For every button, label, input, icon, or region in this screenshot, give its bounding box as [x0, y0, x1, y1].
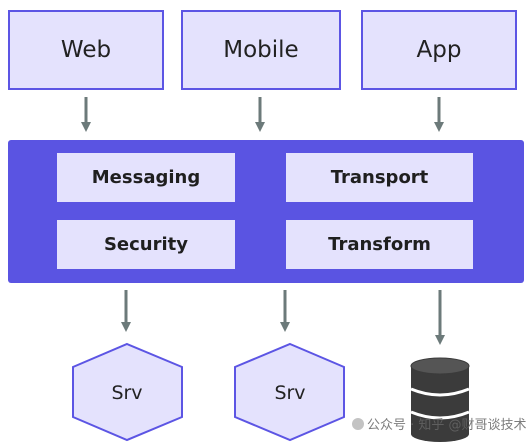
service-node-2: Srv	[234, 342, 345, 442]
client-box-app: App	[361, 10, 517, 90]
module-label-messaging: Messaging	[91, 167, 201, 188]
service-label-1: Srv	[111, 382, 142, 404]
watermark-text: 公众号 · 知乎 @财哥谈技术	[367, 418, 527, 433]
service-node-1: Srv	[72, 342, 183, 442]
middleware-band: Messaging Transport Security Transform	[8, 140, 524, 283]
client-label-web: Web	[60, 37, 112, 63]
service-label-2: Srv	[274, 382, 305, 404]
hexagon-icon	[72, 342, 183, 442]
module-security: Security	[57, 220, 235, 269]
hexagon-icon	[234, 342, 345, 442]
module-transform: Transform	[286, 220, 473, 269]
module-label-security: Security	[103, 234, 189, 255]
module-label-transform: Transform	[328, 234, 431, 255]
module-transport: Transport	[286, 153, 473, 202]
module-messaging: Messaging	[57, 153, 235, 202]
client-box-web: Web	[8, 10, 164, 90]
watermark: 公众号 · 知乎 @财哥谈技术	[352, 414, 527, 433]
client-label-mobile: Mobile	[223, 37, 299, 63]
client-label-app: App	[416, 37, 462, 63]
module-label-transport: Transport	[330, 167, 429, 188]
client-box-mobile: Mobile	[181, 10, 341, 90]
database-icon	[410, 357, 470, 442]
wechat-icon	[352, 417, 364, 430]
